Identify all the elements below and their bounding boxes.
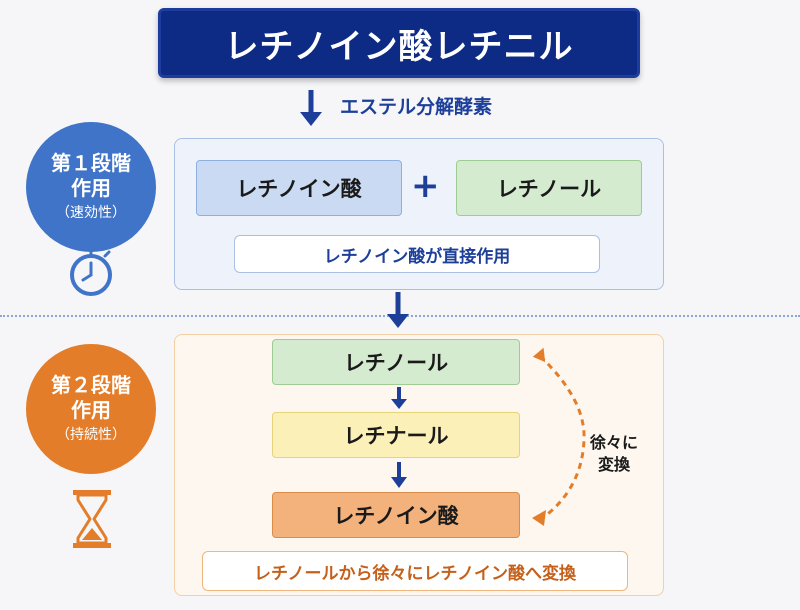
retinoic-acid-chip: レチノイン酸 [196, 160, 402, 216]
stage1-line1: 第１段階 [51, 151, 131, 176]
main-title: レチノイン酸レチニル [158, 8, 640, 78]
stage1-note: レチノイン酸が直接作用 [234, 235, 600, 273]
retinol-chip: レチノール [456, 160, 642, 216]
stage2-line3: （持続性） [56, 427, 126, 444]
stage2-line1: 第２段階 [51, 373, 131, 398]
hourglass-icon [73, 490, 111, 548]
arrow-down-icon [300, 90, 322, 126]
curved-double-arrow-icon [532, 347, 586, 526]
stage2-note: レチノールから徐々にレチノイン酸へ変換 [202, 551, 628, 591]
retinol-step: レチノール [272, 339, 520, 385]
plus-sign: + [411, 166, 440, 206]
arrow-down-icon [391, 387, 407, 409]
gradual-conversion-label: 徐々に 変換 [590, 432, 638, 475]
stage1-badge: 第１段階 作用 （速効性） [26, 122, 156, 252]
retinoic-acid-step: レチノイン酸 [272, 492, 520, 538]
enzyme-label: エステル分解酵素 [340, 96, 493, 118]
gradual-line2: 変換 [598, 454, 631, 474]
stopwatch-icon [70, 246, 112, 296]
stage2-badge: 第２段階 作用 （持続性） [26, 344, 156, 474]
gradual-line1: 徐々に [590, 433, 639, 452]
arrow-down-icon [387, 292, 409, 328]
stage1-line2: 作用 [71, 176, 111, 201]
retinal-step: レチナール [272, 412, 520, 458]
stage2-line2: 作用 [71, 398, 111, 423]
stage1-line3: （速効性） [56, 205, 126, 222]
arrow-down-icon [391, 462, 407, 488]
